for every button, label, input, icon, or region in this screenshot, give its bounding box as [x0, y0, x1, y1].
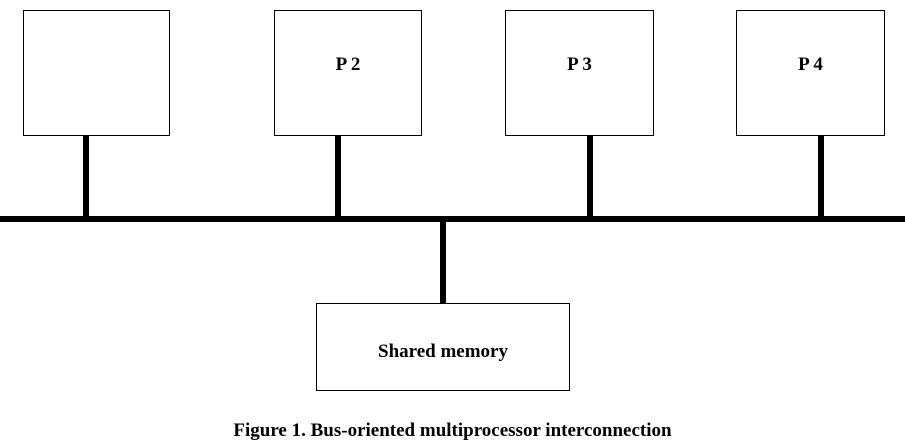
- figure-caption: Figure 1. Bus-oriented multiprocessor in…: [233, 420, 672, 441]
- processor-label-2: P 2: [335, 54, 361, 75]
- processor-label-4: P 4: [798, 54, 823, 75]
- shared-memory-label: Shared memory: [378, 341, 508, 362]
- processor-4-connector: [818, 136, 824, 218]
- processor-box-4: P 4: [736, 10, 885, 136]
- shared-memory-box: Shared memory: [316, 303, 570, 391]
- processor-box-3: P 3: [505, 10, 654, 136]
- processor-label-3: P 3: [567, 54, 592, 75]
- memory-connector: [440, 222, 446, 304]
- processor-1-connector: [83, 136, 89, 218]
- shared-bus: [0, 216, 905, 222]
- processor-3-connector: [587, 136, 593, 218]
- processor-box-1: [23, 10, 170, 136]
- processor-2-connector: [335, 136, 341, 218]
- processor-box-2: P 2: [274, 10, 422, 136]
